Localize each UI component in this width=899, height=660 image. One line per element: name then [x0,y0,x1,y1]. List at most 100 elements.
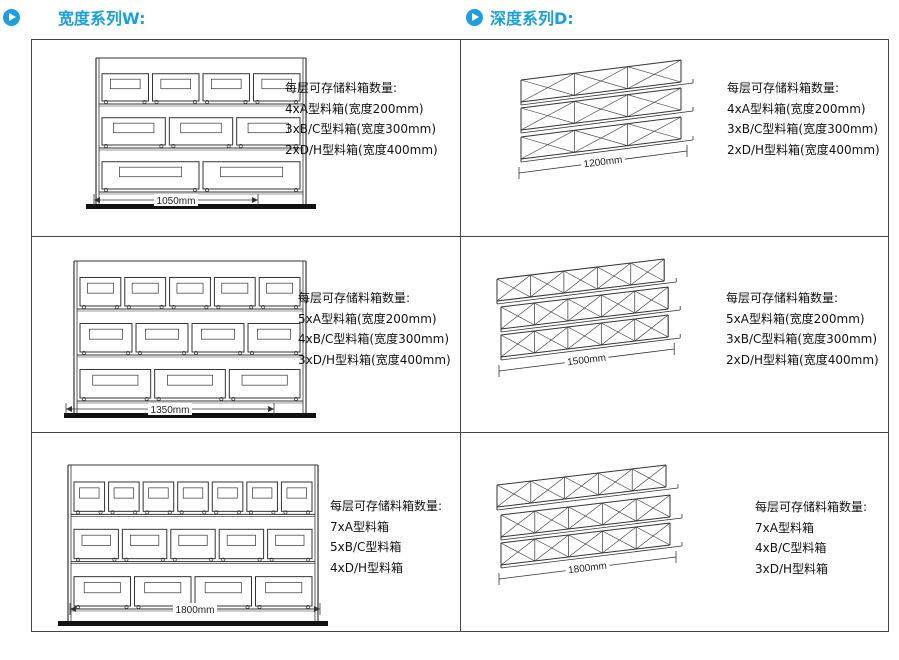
spec-line: 2xD/H型料箱(宽度400mm) [726,352,879,367]
storage-bin [154,368,226,399]
bin-label-slot [92,374,139,386]
storage-bin [194,576,252,607]
bin-wheel [82,305,86,309]
truss-brace [636,494,671,522]
bin-wheel [236,510,241,515]
spec-line: 4xA型料箱(宽度200mm) [727,101,866,116]
spec-line: 7xA型料箱 [755,520,814,535]
depth-beam-diagram: 1200mm [518,59,694,179]
storage-bin [280,481,313,512]
truss-brace [636,522,671,550]
bin-wheel [110,510,115,515]
beam-rail [500,545,683,569]
bin-label-slot [113,487,134,499]
truss-brace [567,322,602,350]
depth-beam-diagram: 1800mm [496,464,683,585]
storage-bin [169,276,211,307]
truss-brace [530,270,565,298]
spec-line: 每层可存储料箱数量: [755,500,868,514]
bin-wheel [104,188,108,192]
truss-brace [574,123,628,153]
bin-wheel [167,510,172,515]
bin-wheel [294,305,298,309]
bin-wheel [76,557,80,562]
bin-label-slot [86,282,114,294]
bin-wheel [219,397,224,401]
spec-line: 4xB/C型料箱(宽度300mm) [298,332,450,346]
bin-label-slot [226,534,256,546]
bin-wheel [255,100,260,104]
bin-label-slot [144,582,182,594]
bin-label-slot [89,328,123,340]
beam-rail [520,110,694,134]
truss-brace [574,66,628,96]
beam-rail [496,281,677,305]
truss-brace [627,87,682,117]
truss-brace [627,116,682,146]
bin-wheel [82,351,86,355]
truss-brace [602,498,637,526]
bin-wheel [171,144,176,148]
bin-wheel [204,305,209,309]
spec-line: 每层可存储料箱数量: [330,499,443,513]
bin-wheel [294,100,298,104]
truss-brace [634,314,669,342]
width-cell-1800: 1800mm 每层可存储料箱数量: 7xA型料箱 5xB/C型料箱 4xD/H型… [32,432,461,631]
rack-base [64,413,316,418]
spec-line: 7xA型料箱 [330,519,389,534]
spec-line: 5xA型料箱(宽度200mm) [726,311,865,326]
depth-beam-diagram: 1500mm [496,258,681,377]
play-circle-icon [3,8,20,26]
bin-wheel [76,510,80,515]
bin-wheel [209,557,214,562]
dimension-label: 1500mm [567,353,607,369]
bin-wheel [126,305,131,309]
storage-bin [79,276,122,307]
storage-bin [258,276,301,307]
bin-label-slot [176,282,204,294]
width-rack-diagram: 1350mm [64,260,316,418]
truss-brace [597,262,631,290]
rack-base [58,621,328,626]
storage-bin [255,576,313,607]
bin-label-slot [160,78,191,90]
beam-rail [500,517,683,541]
bin-label-slot [130,534,160,546]
bin-wheel [294,397,298,401]
bin-wheel [226,144,231,148]
dimension-label-bg [563,350,610,368]
bin-wheel [249,305,254,309]
storage-bin [168,117,234,146]
bin-label-slot [266,282,294,294]
width-series-header: 宽度系列W: [0,0,460,34]
storage-bin [108,481,140,512]
bin-label-slot [167,374,213,386]
beam-bottom [500,308,669,330]
dimension-label: 1800mm [568,561,608,577]
storage-bin [170,528,216,560]
bin-wheel [216,305,221,309]
bin-wheel [159,305,164,309]
spec-line: 每层可存储料箱数量: [298,291,411,305]
truss-brace [564,472,599,500]
truss-brace [534,326,569,354]
beam-bottom [496,280,665,302]
play-circle-icon [466,8,483,26]
bin-label-slot [217,487,238,499]
spec-line: 2xD/H型料箱(宽度400mm) [727,142,880,157]
arrow-head [252,197,258,203]
bin-wheel [194,351,198,355]
rack-base [86,204,316,209]
bin-label-slot [180,122,222,134]
truss-brace [602,526,637,554]
beam-top [520,87,682,109]
storage-bin [236,117,301,146]
bin-wheel [294,188,298,192]
storage-bin [135,322,189,353]
bin-wheel [193,100,197,104]
arrow-head [94,197,100,203]
bin-wheel [145,510,150,515]
spec-text: 每层可存储料箱数量: 4xA型料箱(宽度200mm) 3xB/C型料箱(宽度30… [727,78,880,160]
bin-label-slot [204,582,242,594]
bin-label-slot [265,582,303,594]
